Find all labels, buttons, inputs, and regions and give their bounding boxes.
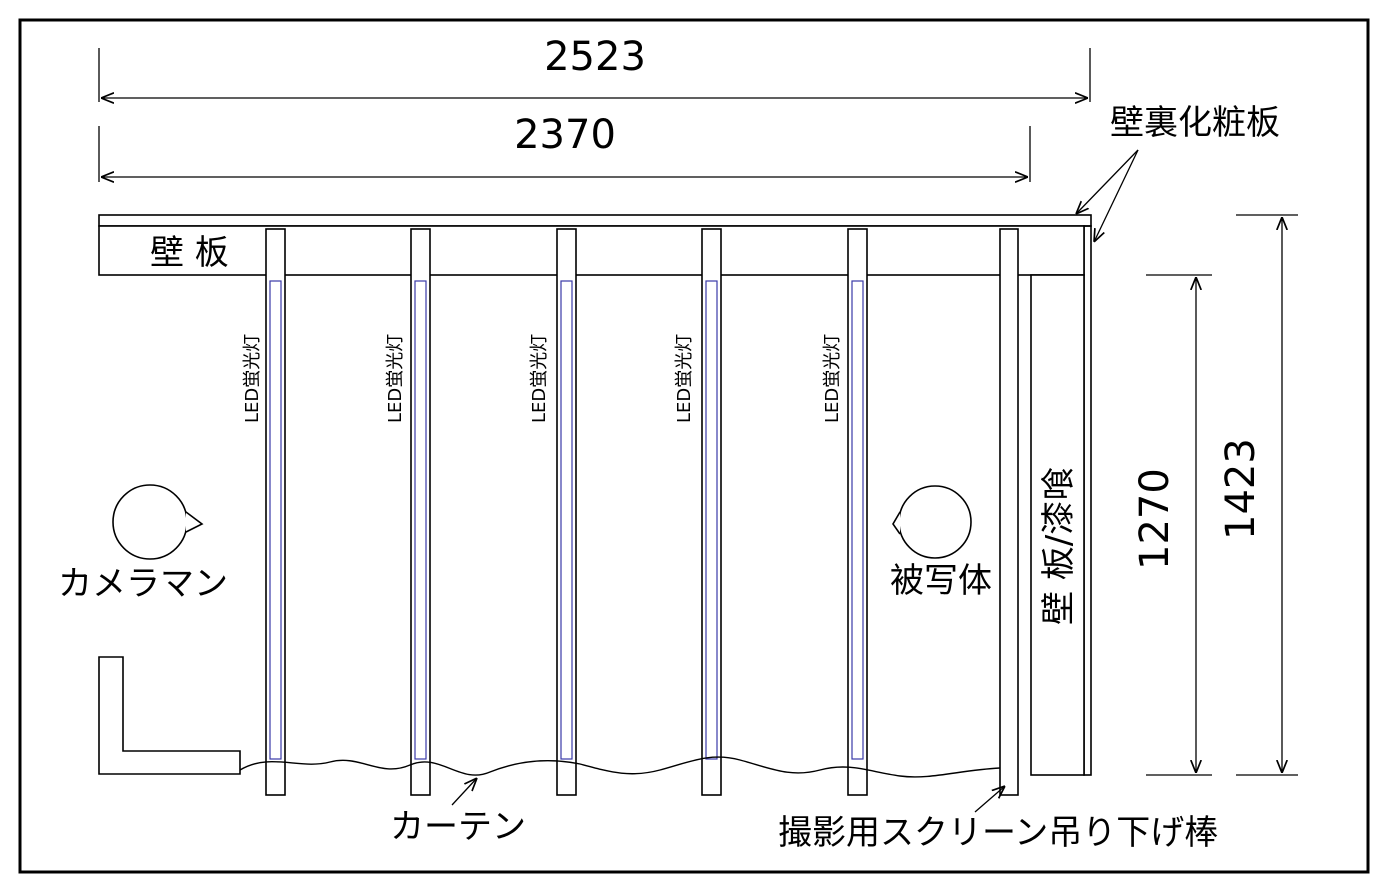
subject-label: 被写体: [890, 561, 992, 601]
wall-panel-top-label: 壁 板: [150, 233, 229, 273]
led-light-3: [556, 228, 577, 796]
led-light-2: [410, 228, 431, 796]
curtain: [239, 756, 1001, 778]
corner-wall: [98, 656, 241, 775]
dimension-2370: [98, 126, 1031, 182]
led-light-3-label: LED蛍光灯: [529, 334, 550, 423]
wall-panel-right: [1030, 274, 1085, 776]
led-light-4-label: LED蛍光灯: [674, 334, 695, 423]
dimension-2523-text: 2523: [544, 34, 646, 80]
dimension-2370-text: 2370: [514, 112, 616, 158]
cameraman-figure: [112, 484, 204, 560]
curtain-label: カーテン: [390, 807, 526, 847]
led-light-2-label: LED蛍光灯: [385, 334, 406, 423]
dimension-1270-text: 1270: [1132, 468, 1178, 570]
dimension-1423-text: 1423: [1218, 438, 1264, 540]
subject-figure: [892, 485, 972, 559]
wall-panel-top: [98, 225, 1085, 276]
led-light-4: [701, 228, 722, 796]
led-light-1: [265, 228, 286, 796]
cameraman-label: カメラマン: [58, 564, 228, 604]
dimension-2523: [98, 48, 1091, 102]
dimension-1423: [1236, 214, 1298, 776]
screen-rod-arrow: [974, 786, 1005, 813]
back-panel-label: 壁裏化粧板: [1110, 103, 1280, 143]
screen-rod: [999, 228, 1019, 796]
curtain-arrow: [451, 778, 477, 806]
led-light-1-label: LED蛍光灯: [242, 334, 263, 423]
screen-rod-label: 撮影用スクリーン吊り下げ棒: [778, 813, 1218, 853]
back-panel-arrows: [1076, 149, 1139, 242]
dimension-1270: [1146, 274, 1212, 776]
outer-frame: [18, 18, 1370, 874]
led-light-5: [847, 228, 868, 796]
led-light-5-label: LED蛍光灯: [822, 334, 843, 423]
wall-panel-right-label: 壁 板/漆喰: [1039, 467, 1079, 625]
